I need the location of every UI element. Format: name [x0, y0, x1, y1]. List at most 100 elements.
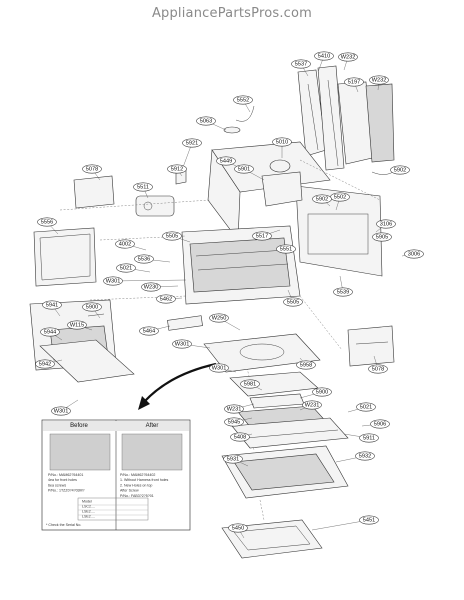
callout-label: 5944 [44, 329, 56, 335]
callout-label: 5552 [237, 97, 249, 103]
callout-bubble [272, 137, 292, 147]
callout-label: 5902 [394, 167, 406, 173]
sensor-wire-5552 [235, 105, 255, 122]
callout-bubble [344, 77, 364, 87]
callout-bubble [103, 276, 123, 286]
control-bracket-5449 [261, 171, 303, 207]
callout-bubble [196, 116, 216, 126]
hinge-bracket-5078-bottom [347, 325, 395, 367]
base-plate-group [167, 315, 321, 373]
callout-label: 5901 [238, 166, 250, 172]
callout-bubble [359, 515, 379, 525]
callout-bubble [172, 339, 192, 349]
note-line: 6ea screws [48, 483, 66, 487]
callout-label: 5912 [171, 166, 183, 172]
after-heading: After [146, 423, 159, 429]
callout-bubble [115, 239, 135, 249]
callout-bubble [276, 244, 296, 254]
callout-label: 5450 [232, 525, 244, 531]
table-row: Model [82, 500, 92, 504]
callout-bubble [141, 282, 161, 292]
note-line: P/No.: MAM62?54401 [48, 473, 83, 477]
note-line: P/No.: FAB3?2?5?01 [120, 494, 154, 498]
callout-bubble [67, 320, 87, 330]
callout-label: 5451 [363, 517, 375, 523]
callout-label: 5021 [120, 265, 132, 271]
duct-side-panel [365, 83, 395, 163]
callout-label: 5063 [200, 118, 212, 124]
callout-label: 5900 [86, 304, 98, 310]
callout-bubble [234, 164, 254, 174]
hinge-bracket-5078-top [73, 175, 115, 209]
cavity-assembly [33, 105, 397, 305]
callout-bubble [40, 327, 60, 337]
hinge-pin [355, 341, 389, 345]
callout-bubble [404, 249, 424, 259]
callout-bubble [369, 75, 389, 85]
callout-bubble [390, 165, 410, 175]
callout-label: 5537 [295, 61, 307, 67]
after-photo [121, 433, 183, 471]
callout-label: 5517 [256, 233, 268, 239]
cavity-back-panel [295, 185, 383, 277]
callout-bubble [35, 359, 55, 369]
back-panel-cutout [307, 213, 369, 255]
callout-label: 5932 [359, 453, 371, 459]
callout-label: 5921 [186, 140, 198, 146]
glass-panel-5556 [33, 227, 97, 287]
callout-label: W231 [305, 402, 320, 408]
detail-arrowhead [138, 396, 150, 410]
callout-bubble [167, 164, 187, 174]
callout-label: 5911 [363, 435, 375, 441]
serial-table-rows: ModelLSC2....LSE2....LSE2.... [78, 500, 148, 519]
callout-bubble [312, 194, 332, 204]
callout-label: 5981 [244, 381, 256, 387]
before-photo [49, 433, 111, 471]
fan-motor-5010 [269, 159, 291, 173]
callout-label: 5906 [374, 421, 386, 427]
callout-label: 5905 [376, 234, 388, 240]
callout-label: W250 [212, 315, 227, 321]
detail-arrow [143, 362, 217, 403]
before-heading: Before [70, 423, 88, 429]
callout-bubble [302, 400, 322, 410]
callout-bubble [283, 297, 303, 307]
callout-label: 5502 [334, 194, 346, 200]
callout-bubble [209, 363, 229, 373]
callout-label: W301 [175, 341, 190, 347]
callout-bubble [224, 417, 244, 427]
callout-bubble [312, 387, 332, 397]
callout-label: 5556 [41, 219, 53, 225]
callout-bubble [233, 95, 253, 105]
callout-label: 5958 [300, 362, 312, 368]
callout-label: 5505 [166, 233, 178, 239]
lower-assembly [221, 371, 349, 559]
duct-panel-group [297, 65, 395, 171]
callout-bubble [82, 164, 102, 174]
callout-leader-line [311, 519, 370, 531]
callout-bubble [296, 360, 316, 370]
callout-label: W301 [106, 278, 121, 284]
callout-bubble [156, 294, 176, 304]
callout-label: 5536 [138, 256, 150, 262]
bottom-tray-inner-5931 [233, 453, 335, 491]
note-line: 1. Without Harness front holes [120, 478, 169, 482]
callout-label: 5462 [160, 296, 172, 302]
callout-label: W301 [54, 408, 69, 414]
duct-edge-line [327, 79, 339, 167]
light-cover-5464 [167, 315, 203, 331]
note-line: P/No.: MAM62?54402 [120, 473, 155, 477]
callout-label: 4002 [119, 241, 131, 247]
callout-label: W232 [372, 77, 387, 83]
guide-line [299, 295, 343, 351]
note-line: P/No.: 1TZZ0?4?03M? [48, 489, 85, 493]
callout-bubble [314, 51, 334, 61]
latch-assembly-5511 [135, 195, 175, 217]
tray-assembly [29, 299, 135, 383]
guide-line [239, 339, 251, 381]
callout-bubble [116, 263, 136, 273]
callout-bubble [376, 219, 396, 229]
